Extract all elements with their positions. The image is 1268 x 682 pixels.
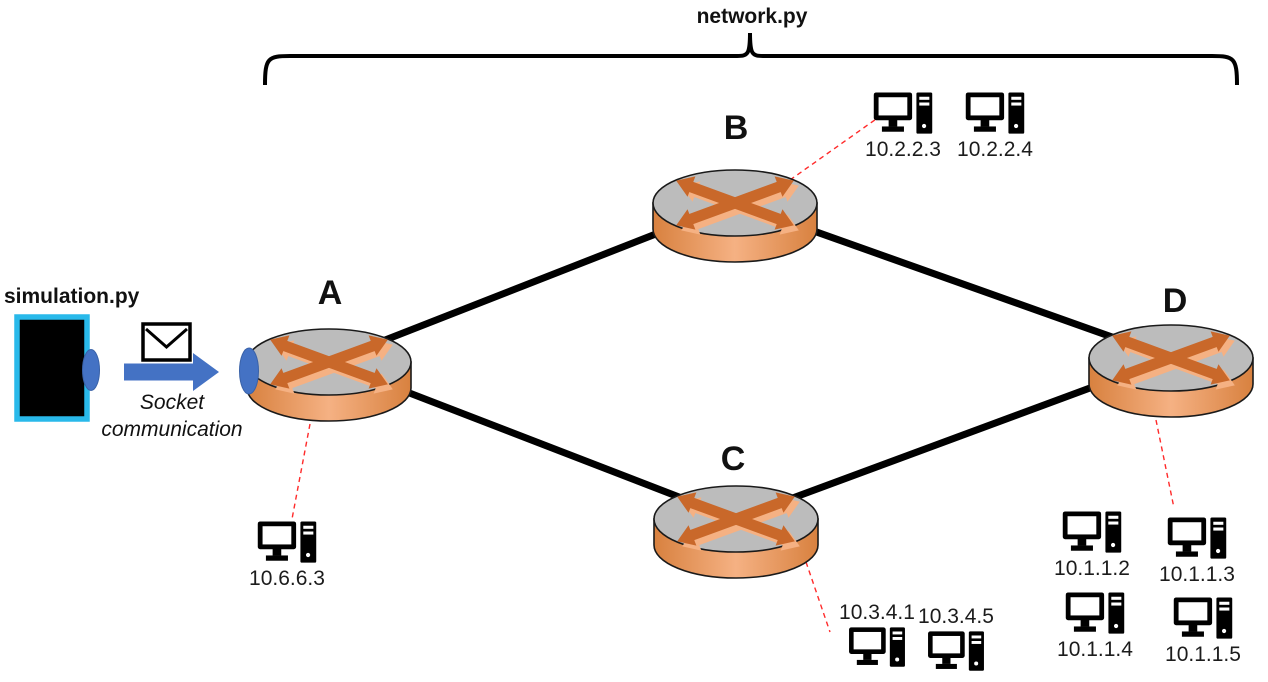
host-10-3-4-1: 10.3.4.1 xyxy=(822,601,932,670)
host-10-2-2-4: 10.2.2.4 xyxy=(940,91,1050,162)
desktop-computer-icon xyxy=(926,630,986,674)
host-10-6-6-3: 10.6.6.3 xyxy=(232,520,342,591)
envelope-icon xyxy=(141,322,192,362)
host-10-1-1-2: 10.1.1.2 xyxy=(1037,510,1147,581)
simulation-py-label: simulation.py xyxy=(4,285,140,308)
host-10-1-1-5: 10.1.1.5 xyxy=(1148,596,1258,667)
router-label-b: B xyxy=(723,109,749,147)
desktop-computer-icon xyxy=(1064,591,1126,637)
desktop-computer-icon xyxy=(1166,516,1228,562)
host-ip-label: 10.6.6.3 xyxy=(249,567,325,590)
host-line-d xyxy=(1155,419,1175,509)
host-ip-label: 10.3.4.1 xyxy=(839,601,915,624)
desktop-computer-icon xyxy=(1172,596,1234,642)
socket-caption-line2: communication xyxy=(101,418,243,441)
socket-arrow-icon xyxy=(124,353,219,391)
desktop-computer-icon xyxy=(872,91,934,137)
router-icon-d xyxy=(1089,325,1253,417)
host-line-b xyxy=(789,116,880,181)
host-ip-label: 10.1.1.2 xyxy=(1054,557,1130,580)
desktop-computer-icon xyxy=(256,520,318,566)
host-10-1-1-3: 10.1.1.3 xyxy=(1142,516,1252,587)
router-label-a: A xyxy=(317,274,343,312)
socket-caption-line1: Socket xyxy=(139,391,205,414)
host-line-c xyxy=(805,561,831,633)
desktop-computer-icon xyxy=(1061,510,1123,556)
simulation-box xyxy=(14,314,90,422)
router-label-c: C xyxy=(720,440,746,478)
host-10-2-2-3: 10.2.2.3 xyxy=(848,91,958,162)
host-ip-label: 10.3.4.5 xyxy=(918,605,994,628)
router-icon-b xyxy=(653,170,817,262)
desktop-computer-icon xyxy=(847,626,907,670)
router-label-d: D xyxy=(1162,282,1188,320)
host-attachment-lines xyxy=(291,116,1175,633)
host-ip-label: 10.1.1.4 xyxy=(1057,638,1133,661)
socket-port-box-icon xyxy=(82,349,100,391)
host-ip-label: 10.2.2.4 xyxy=(957,138,1033,161)
router-icon-a xyxy=(247,329,411,421)
diagram-title: network.py xyxy=(696,5,808,28)
host-ip-label: 10.2.2.3 xyxy=(865,138,941,161)
host-ip-label: 10.1.1.3 xyxy=(1159,563,1235,586)
router-icon-c xyxy=(654,486,818,578)
host-10-3-4-5: 10.3.4.5 xyxy=(901,605,1011,674)
host-10-1-1-4: 10.1.1.4 xyxy=(1040,591,1150,662)
network-py-brace xyxy=(263,32,1239,86)
host-line-a xyxy=(291,423,311,520)
host-ip-label: 10.1.1.5 xyxy=(1165,643,1241,666)
desktop-computer-icon xyxy=(964,91,1026,137)
socket-port-router-icon xyxy=(239,347,259,395)
